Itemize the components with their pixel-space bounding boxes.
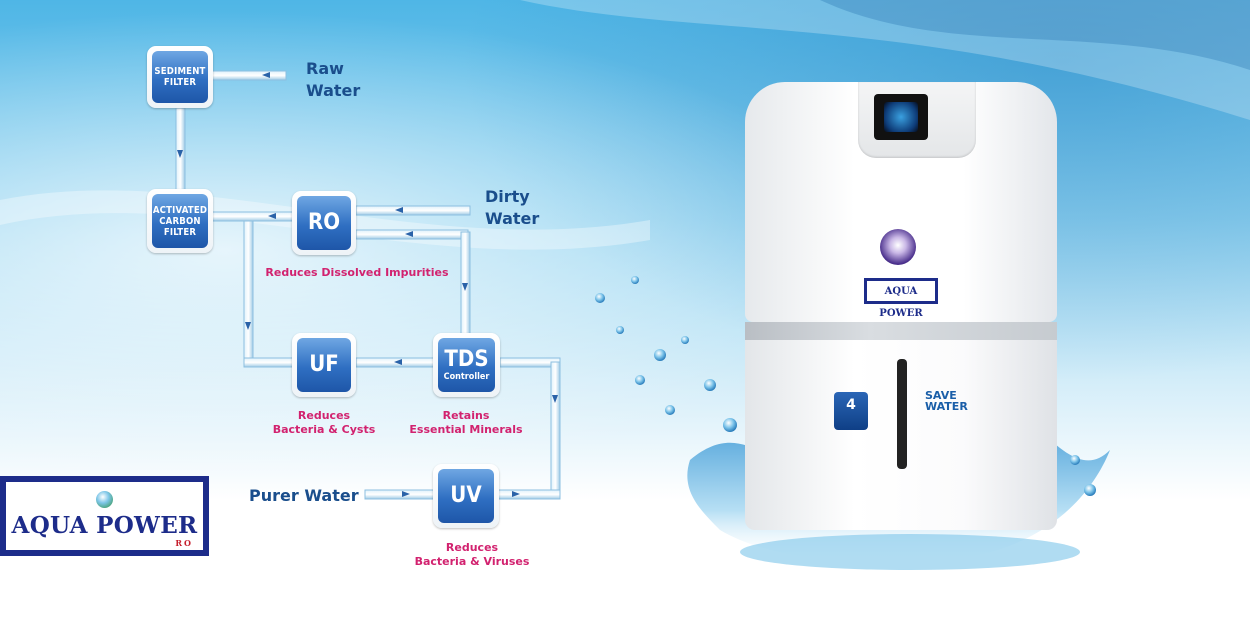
tds-node: TDS Controller <box>433 333 500 397</box>
sediment-label-line1: SEDIMENT <box>154 66 206 77</box>
dirty-water-line2: Water <box>485 209 540 228</box>
uv-label: UV <box>450 483 482 508</box>
uf-label: UF <box>309 352 339 377</box>
raw-water-label: Raw Water <box>306 58 360 102</box>
raw-water-line1: Raw <box>306 59 344 78</box>
uf-caption-line2: Bacteria & Cysts <box>272 423 376 436</box>
tds-caption: Retains Essential Minerals <box>404 409 528 437</box>
ro-caption: Reduces Dissolved Impurities <box>265 266 449 279</box>
brand-emblem-icon <box>880 229 916 265</box>
carbon-label-line1: ACTIVATED <box>152 204 208 216</box>
water-purifier-product: AQUA POWER 4 SAVE WATER <box>745 82 1057 530</box>
uf-caption-line1: Reduces <box>297 409 351 422</box>
brand-name: AQUA POWER <box>11 512 198 539</box>
purer-water-label: Purer Water <box>249 486 359 505</box>
dirty-water-label: Dirty Water <box>485 186 539 230</box>
uv-node: UV <box>433 464 499 528</box>
warranty-badge-number: 4 <box>846 397 856 413</box>
uv-caption-line1: Reduces <box>445 541 499 554</box>
save-water-line2: WATER <box>925 400 968 413</box>
purifier-logo-text: AQUA POWER <box>867 281 935 319</box>
dirty-water-line1: Dirty <box>485 187 530 206</box>
raw-water-line2: Water <box>306 81 361 100</box>
tap-handle-icon <box>897 359 907 469</box>
warranty-badge: 4 <box>834 392 868 430</box>
uv-caption: Reduces Bacteria & Viruses <box>404 541 540 569</box>
purifier-band <box>745 322 1057 340</box>
brand-sub: RO <box>175 538 193 548</box>
water-drop-icon <box>96 491 113 508</box>
sediment-filter-node: SEDIMENT FILTER <box>147 46 213 108</box>
carbon-label-line3: FILTER <box>163 226 197 238</box>
ro-node: RO <box>292 191 356 255</box>
save-water-badge: SAVE WATER <box>925 390 983 424</box>
carbon-label-line2: CARBON <box>159 215 201 227</box>
carbon-filter-node: ACTIVATED CARBON FILTER <box>147 189 213 253</box>
uf-node: UF <box>292 333 356 397</box>
uv-caption-line2: Bacteria & Viruses <box>414 555 530 568</box>
tds-sub-label: Controller <box>443 372 490 382</box>
tds-caption-line1: Retains <box>442 409 490 422</box>
tds-caption-line2: Essential Minerals <box>409 423 523 436</box>
uf-caption: Reduces Bacteria & Cysts <box>262 409 386 437</box>
ro-label: RO <box>307 210 341 235</box>
tds-label: TDS <box>444 347 489 372</box>
purifier-logo: AQUA POWER <box>864 278 938 319</box>
brand-logo-inner: AQUA POWER RO <box>6 482 203 550</box>
purifier-display-icon <box>874 94 928 140</box>
save-water-line1: SAVE <box>925 389 957 402</box>
sediment-label-line2: FILTER <box>163 77 197 88</box>
brand-logo: AQUA POWER RO <box>0 476 209 556</box>
